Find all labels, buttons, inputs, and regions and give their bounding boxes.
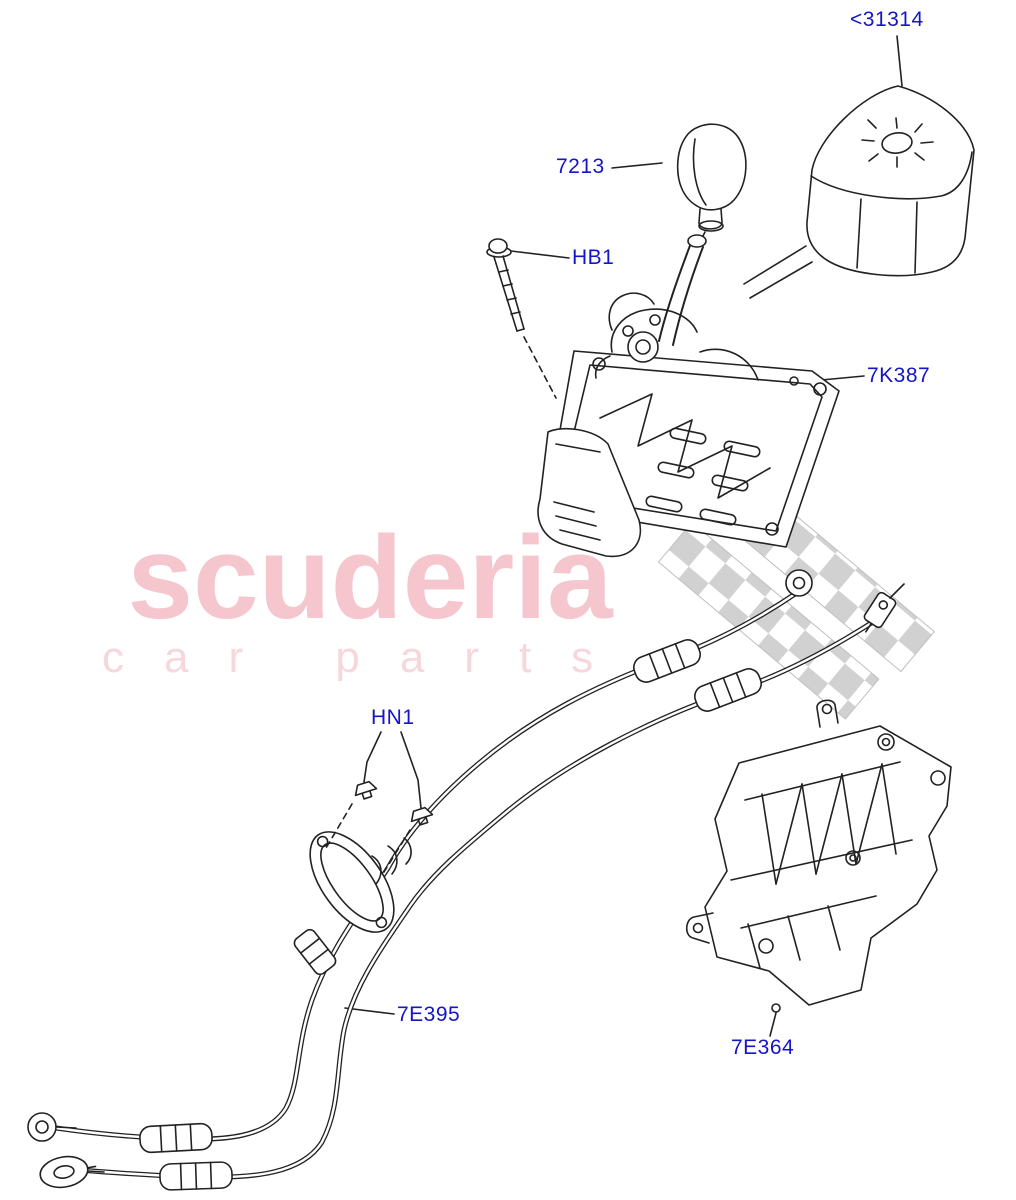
part-label-bolt[interactable]: HB1: [572, 246, 615, 269]
part-label-bracket[interactable]: 7E364: [731, 1036, 795, 1059]
watermark-title: scuderia: [127, 512, 614, 644]
watermark-subtitle: car parts: [102, 633, 633, 682]
sun-icon: [861, 117, 934, 168]
bolt-drawing: [486, 238, 557, 399]
cable-connector: [863, 591, 897, 633]
shift-cables-drawing: [27, 569, 905, 1191]
cable-eyelet: [27, 1112, 77, 1142]
cable-clip: [354, 780, 378, 800]
cable-end-disc: [39, 1155, 97, 1189]
cable-adjuster: [159, 1161, 233, 1191]
cable-adjuster: [139, 1122, 213, 1154]
part-label-cables[interactable]: 7E395: [397, 1003, 461, 1026]
part-label-clips[interactable]: HN1: [371, 706, 415, 729]
mounting-bracket-drawing: [685, 699, 952, 1013]
cable-clips-drawing: [325, 731, 434, 873]
cable-adjuster: [633, 639, 701, 683]
shifter-assembly-drawing: [537, 234, 840, 558]
cable-clip: [410, 806, 434, 826]
part-label-cover[interactable]: <31314: [850, 8, 924, 31]
cable-eyelet: [785, 569, 813, 597]
cable-grommet: [309, 831, 395, 933]
gear-knob-drawing: [676, 123, 747, 245]
cable-adjuster: [694, 668, 762, 712]
cable-clamp: [293, 928, 337, 976]
part-label-shifter[interactable]: 7K387: [867, 364, 931, 387]
gear-lever-cover-drawing: [743, 85, 975, 299]
part-label-knob[interactable]: 7213: [556, 155, 605, 178]
watermark: scuderia car parts: [102, 474, 936, 720]
